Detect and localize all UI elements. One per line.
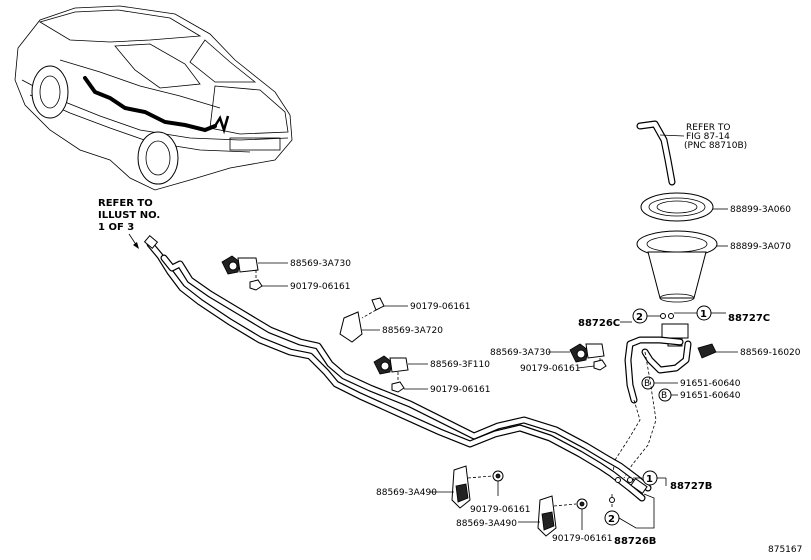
refer-top-note: REFER TO FIG 87-14 (PNC 88710B) (684, 123, 747, 151)
label-88899-3a060: 88899-3A060 (730, 205, 791, 215)
filler-hose-part (636, 120, 685, 186)
pump-outlet-assembly (624, 323, 692, 404)
svg-text:B: B (644, 379, 650, 389)
label-91651-60640-b: 91651-60640 (680, 391, 741, 401)
label-88726c: 88726C (578, 318, 620, 329)
svg-text:FIG 87-14: FIG 87-14 (686, 132, 730, 142)
marker-b-upper: B (641, 376, 655, 390)
label-88569-3a720: 88569-3A720 (382, 326, 443, 336)
svg-text:2: 2 (608, 514, 615, 525)
clip-part-3f110 (373, 355, 428, 393)
label-88569-3a490-left: 88569-3A490 (376, 488, 437, 498)
label-88569-3f110: 88569-3F110 (430, 360, 490, 370)
clip-part-3a720 (339, 297, 408, 343)
ring-part-3a060 (640, 192, 728, 222)
clip-part-3a490-right (518, 495, 588, 537)
svg-text:2: 2 (636, 312, 643, 323)
label-90179-06161-upper: 90179-06161 (290, 282, 351, 292)
label-88569-3a490-right: 88569-3A490 (456, 519, 517, 529)
label-88727c: 88727C (728, 313, 770, 324)
label-90179-06161-mid: 90179-06161 (410, 302, 471, 312)
svg-text:B: B (661, 391, 667, 401)
marker-b-lower: B (658, 388, 672, 402)
car-illustration (14, 5, 293, 191)
marker-1-top: 1 (696, 305, 712, 321)
label-88726b: 88726B (614, 536, 656, 547)
svg-text:1 OF 3: 1 OF 3 (98, 222, 134, 233)
label-90179-06161-lower: 90179-06161 (430, 385, 491, 395)
clip-part-16020 (697, 343, 738, 359)
label-90179-06161-right: 90179-06161 (520, 364, 581, 374)
refer-left-note: REFER TO ILLUST NO. 1 OF 3 (98, 198, 160, 233)
label-91651-60640-a: 91651-60640 (680, 379, 741, 389)
label-88727b: 88727B (670, 481, 712, 492)
clip-part-3a490-left (430, 465, 504, 509)
svg-text:ILLUST NO.: ILLUST NO. (98, 210, 160, 221)
svg-text:(PNC 88710B): (PNC 88710B) (684, 141, 747, 151)
main-fuel-pipe (143, 235, 652, 502)
svg-text:REFER TO: REFER TO (98, 198, 153, 209)
label-88569-3a730-right: 88569-3A730 (490, 348, 551, 358)
label-88899-3a070: 88899-3A070 (730, 242, 791, 252)
clip-part-3a730-upper (221, 255, 288, 291)
marker-2-bottom: 2 (604, 510, 620, 526)
marker-1-bottom: 1 (642, 470, 658, 486)
clip-part-3a730-right: 88569-3A730 90179-06161 (490, 343, 607, 374)
svg-text:REFER TO: REFER TO (686, 123, 731, 133)
label-88569-16020: 88569-16020 (740, 348, 801, 358)
diagram-id: 875167 (768, 545, 802, 555)
pump-part-3a070 (636, 230, 728, 303)
marker-2-top: 2 (632, 308, 648, 324)
svg-text:1: 1 (646, 474, 653, 485)
label-88569-3a730-upper: 88569-3A730 (290, 259, 351, 269)
label-90179-06161-bottom-right: 90179-06161 (552, 534, 613, 544)
svg-text:1: 1 (700, 309, 707, 320)
label-90179-06161-bottom-left: 90179-06161 (470, 505, 531, 515)
